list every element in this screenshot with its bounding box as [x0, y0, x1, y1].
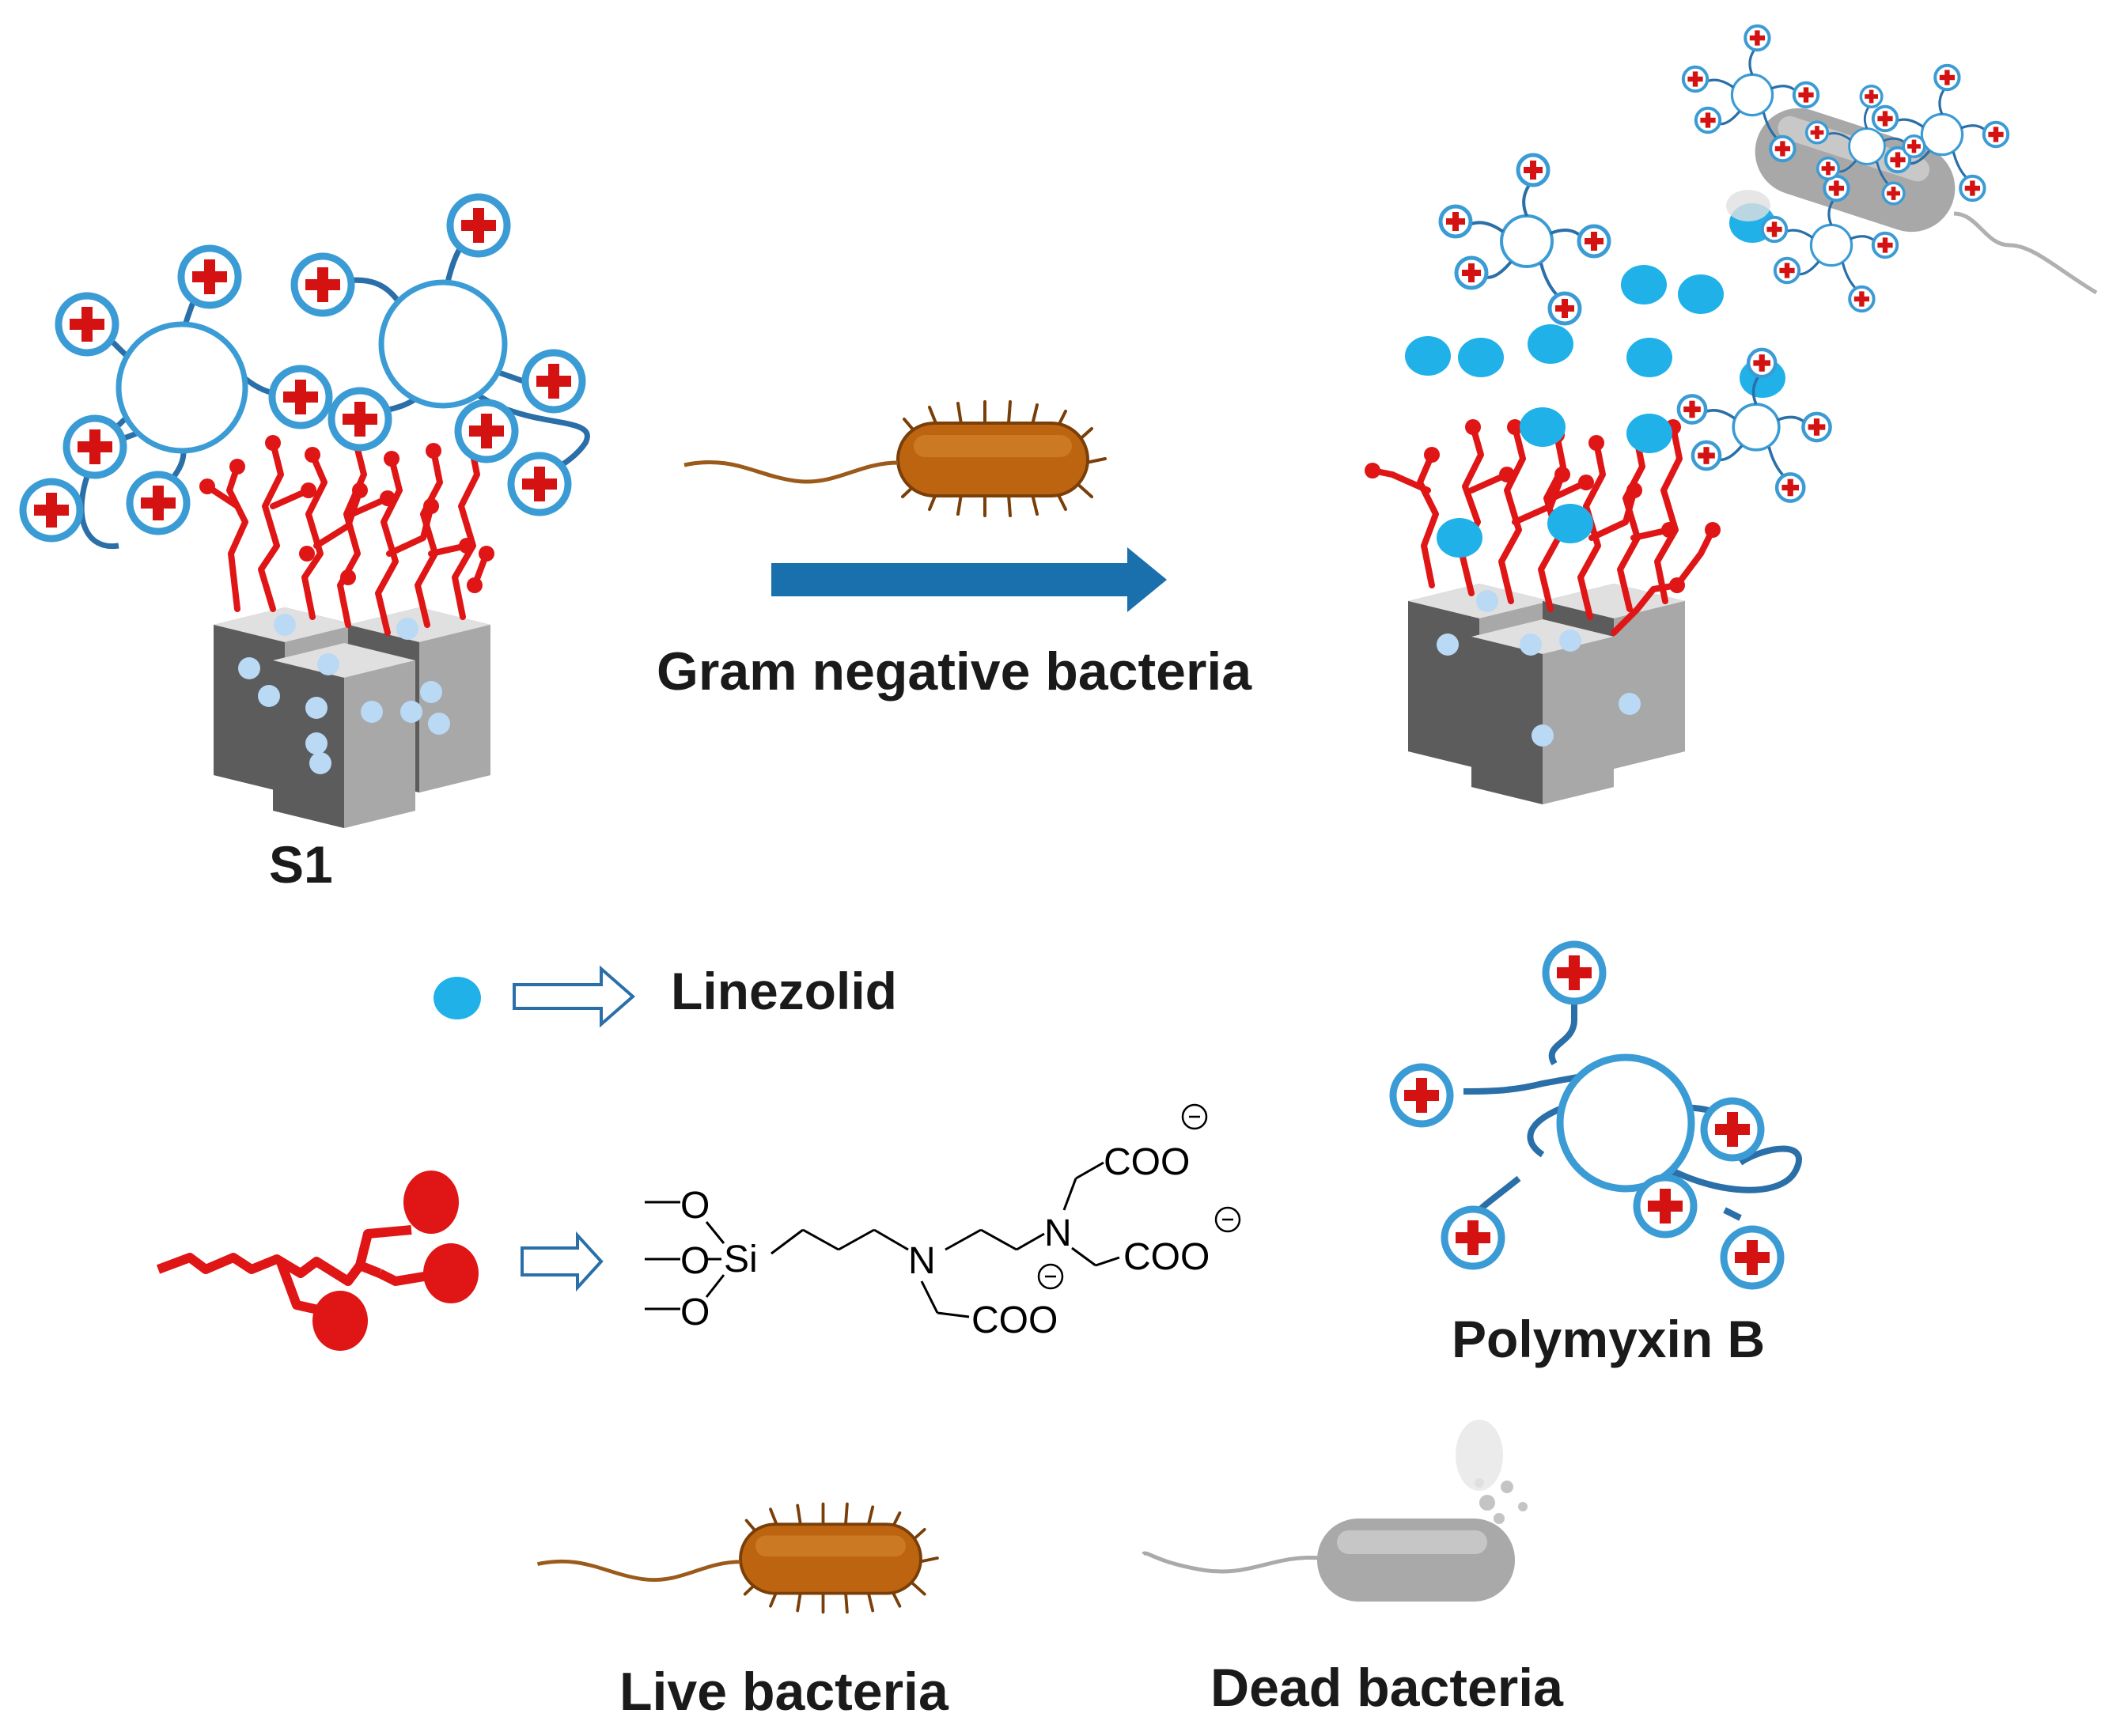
- carboxylate-label-3: COO: [971, 1299, 1058, 1341]
- released-linezolid-dots: [1405, 150, 1882, 558]
- carboxylate-label-2: COO: [1123, 1236, 1210, 1278]
- linezolid-legend: [434, 965, 636, 1028]
- polymyxin-label: Polymyxin B: [1452, 1310, 1766, 1368]
- hollow-arrow-icon-2: [521, 1231, 604, 1292]
- polymyxin-b-legend-icon: [1393, 944, 1802, 1286]
- process-arrow: [771, 547, 1167, 612]
- material-label: S1: [269, 835, 333, 894]
- chemical-structure: O O O Si N N COO COO COO: [645, 1103, 1241, 1341]
- polyamine-legend: [156, 1171, 604, 1351]
- carboxylate-label-1: COO: [1104, 1141, 1190, 1183]
- process-label: Gram negative bacteria: [657, 641, 1252, 702]
- incoming-bacterium-icon: [684, 402, 1105, 516]
- linezolid-dot-icon: [434, 977, 481, 1019]
- dead-bacterium-with-peptides: [1683, 26, 2098, 311]
- live-bacteria-label: Live bacteria: [619, 1662, 948, 1722]
- nitrogen-label-1: N: [908, 1240, 936, 1282]
- red-ligand-icon: [156, 1225, 444, 1318]
- hollow-arrow-icon: [513, 965, 636, 1028]
- released-material-illustration: [1365, 26, 2098, 804]
- dead-bacteria-label: Dead bacteria: [1210, 1658, 1563, 1718]
- oxygen-label-3: O: [680, 1292, 710, 1333]
- nitrogen-label-2: N: [1044, 1212, 1072, 1254]
- silicon-label: Si: [724, 1239, 758, 1280]
- linezolid-label: Linezolid: [671, 962, 897, 1020]
- s1-material-illustration: [23, 197, 590, 828]
- oxygen-label-2: O: [680, 1240, 710, 1282]
- oxygen-label-1: O: [680, 1185, 710, 1227]
- live-bacterium-legend-icon: [538, 1504, 937, 1613]
- dead-bacterium-legend-icon: [1142, 1420, 1528, 1602]
